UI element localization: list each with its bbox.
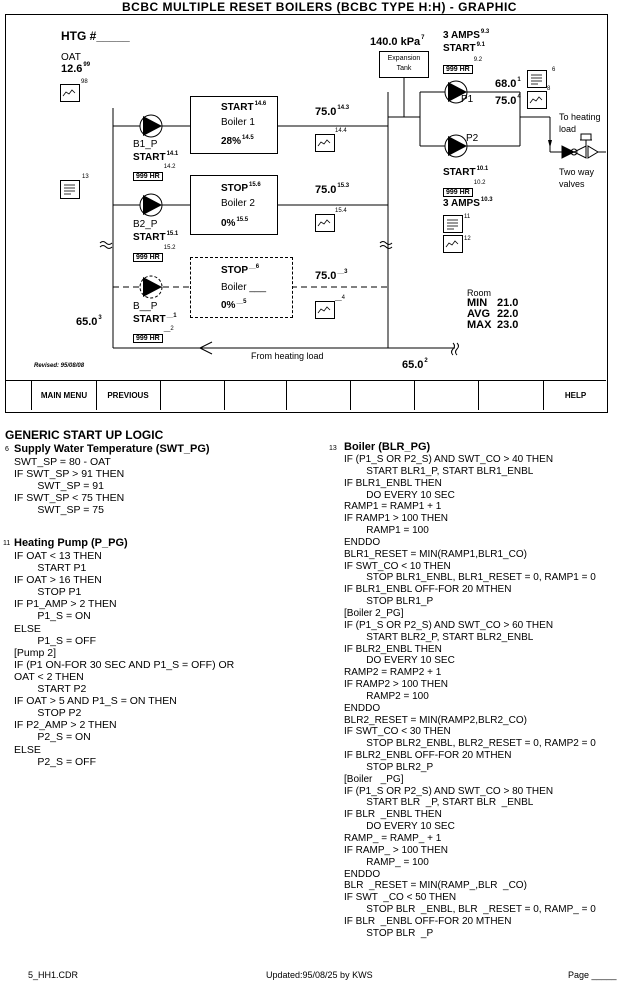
trend-icon[interactable]	[443, 235, 463, 253]
nav-button-3[interactable]	[161, 380, 225, 410]
b2-hours: 999 HR15.2	[133, 245, 175, 264]
boiler-x-box[interactable]	[190, 257, 293, 318]
supply-setpoint[interactable]: 75.04	[495, 94, 521, 107]
page-title: BCBC MULTIPLE RESET BOILERS (BCBC TYPE H…	[122, 0, 517, 14]
b2-name: Boiler 2	[221, 198, 255, 209]
bx-trend-ref: __4	[335, 295, 346, 301]
trend-icon[interactable]	[315, 301, 335, 319]
boiler-1-box[interactable]	[190, 96, 278, 154]
bx-name: Boiler ___	[221, 282, 267, 293]
section-6-number: 6	[5, 446, 9, 453]
supply-temp[interactable]: 68.01	[495, 77, 521, 90]
bx-status[interactable]: STOP__6	[221, 264, 260, 276]
b1-trend-ref: 14.4	[335, 128, 347, 134]
graphic-panel	[5, 14, 608, 413]
revised-date: Revised: 95/08/08	[34, 363, 85, 369]
nav-bar	[5, 380, 606, 411]
ref-13: 13	[82, 174, 89, 180]
oat-trend-ref: 98	[81, 79, 88, 85]
bx-pump-label: B__P	[133, 301, 158, 312]
section-13-title: Boiler (BLR_PG)	[344, 441, 431, 453]
b1-name: Boiler 1	[221, 117, 255, 128]
two-way-valves-label: Two way valves	[559, 167, 595, 189]
section-6-title: Supply Water Temperature (SWT_PG)	[14, 443, 210, 455]
trend-icon[interactable]	[60, 84, 80, 102]
b1-pump-label: B1_P	[133, 139, 158, 150]
footer-page: Page _____	[568, 970, 617, 980]
p1-hours: 999 HR9.2	[443, 57, 482, 76]
p1-amps[interactable]: 3 AMPS9.3	[443, 29, 490, 41]
b2-start[interactable]: START15.1	[133, 231, 179, 243]
to-heating-load-label: To heating load	[559, 112, 601, 134]
nav-button-7[interactable]	[415, 380, 479, 410]
section-13-body: IF (P1_S OR P2_S) AND SWT_CO > 40 THEN S…	[344, 454, 596, 939]
nav-button-8[interactable]	[479, 380, 544, 410]
ref-12: 12	[464, 236, 471, 242]
bx-firing-rate[interactable]: 0%__5	[221, 299, 247, 311]
logic-title: GENERIC START UP LOGIC	[5, 428, 164, 442]
bx-hours: 999 HR__2	[133, 326, 174, 345]
ref-11: 11	[464, 214, 471, 220]
section-6-body: SWT_SP = 80 - OAT IF SWT_SP > 91 THEN SW…	[14, 456, 125, 517]
trend-icon[interactable]	[527, 91, 547, 109]
p1-start[interactable]: START9.1	[443, 42, 485, 54]
from-heating-load-label: From heating load	[251, 351, 324, 361]
document-icon[interactable]	[443, 215, 463, 233]
room-label: Room	[467, 288, 492, 298]
p2-amps[interactable]: 3 AMPS10.3	[443, 197, 493, 209]
footer-file: 5_HH1.CDR	[28, 970, 79, 980]
pump-icons	[139, 80, 468, 299]
previous-button[interactable]: PREVIOUS	[96, 380, 161, 410]
ref-8: 8	[547, 86, 551, 92]
section-13-number: 13	[329, 445, 337, 452]
b2-pump-label: B2_P	[133, 219, 158, 230]
nav-button-6[interactable]	[351, 380, 415, 410]
nav-button-4[interactable]	[225, 380, 287, 410]
document-icon[interactable]	[527, 70, 547, 88]
expansion-tank: Expansion Tank	[379, 51, 429, 78]
b1-firing-rate[interactable]: 28%14.5	[221, 135, 254, 147]
bx-temp[interactable]: 75.0__3	[315, 269, 348, 282]
b1-hours: 999 HR14.2	[133, 164, 175, 183]
p2-hours: 999 HR10.2	[443, 180, 485, 199]
b2-trend-ref: 15.4	[335, 208, 347, 214]
oat-label: OAT	[61, 52, 81, 63]
htg-label: HTG #_____	[61, 29, 130, 43]
main-menu-button[interactable]: MAIN MENU	[31, 380, 97, 410]
b2-firing-rate[interactable]: 0%15.5	[221, 217, 249, 229]
return-temp-right[interactable]: 65.02	[402, 358, 428, 371]
help-button[interactable]: HELP	[544, 380, 608, 410]
b1-start[interactable]: START14.1	[133, 151, 179, 163]
oat-value[interactable]: 12.699	[61, 62, 91, 75]
b1-status[interactable]: START14.6	[221, 101, 267, 113]
b2-temp[interactable]: 75.015.3	[315, 183, 350, 196]
p1-label: P1	[461, 94, 474, 105]
p2-label: P2	[466, 133, 479, 144]
trend-icon[interactable]	[315, 214, 335, 232]
document-icon[interactable]	[60, 180, 80, 199]
section-11-number: 11	[3, 540, 11, 547]
trend-icon[interactable]	[315, 134, 335, 152]
p2-start[interactable]: START10.1	[443, 166, 489, 178]
b1-temp[interactable]: 75.014.3	[315, 105, 350, 118]
nav-button-5[interactable]	[287, 380, 351, 410]
ref-6: 6	[552, 67, 556, 73]
section-11-body: IF OAT < 13 THEN START P1 IF OAT > 16 TH…	[14, 550, 235, 768]
section-11-title: Heating Pump (P_PG)	[14, 537, 128, 549]
bx-start[interactable]: START__1	[133, 313, 177, 325]
boiler-2-box[interactable]	[190, 175, 278, 235]
return-temp-left[interactable]: 65.03	[76, 315, 102, 328]
piping-diagram	[99, 78, 606, 356]
footer-updated: Updated:95/08/25 by KWS	[266, 970, 373, 980]
pressure-value[interactable]: 140.0 kPa7	[370, 35, 425, 48]
b2-status[interactable]: STOP15.6	[221, 182, 261, 194]
